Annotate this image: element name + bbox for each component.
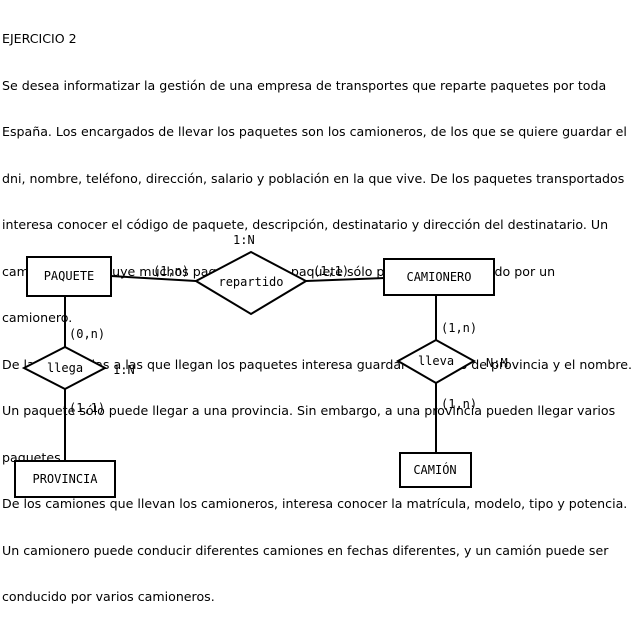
entity-camion-label: CAMIÓN [413,462,456,477]
statement-line: camionero. [2,310,73,325]
entity-paquete: PAQUETE [26,256,112,297]
entity-provincia: PROVINCIA [14,460,116,498]
relationship-llega-type: 1:N [113,363,135,377]
entity-camion: CAMIÓN [399,452,472,488]
entity-provincia-label: PROVINCIA [32,472,98,486]
relationship-lleva: lleva [395,338,477,385]
cardinality-paquete-repartido: (1,n) [153,264,189,278]
relationship-repartido: repartido [193,250,309,316]
entity-camionero-label: CAMIONERO [406,270,471,284]
er-diagram: PAQUETE CAMIONERO PROVINCIA CAMIÓN repar… [14,233,508,498]
entity-paquete-label: PAQUETE [44,269,95,283]
cardinality-camionero-repartido: (1,1) [313,264,349,278]
relationship-repartido-type: 1:N [233,233,255,247]
cardinality-camion-lleva: (1,n) [441,397,477,411]
relationship-llega: llega [21,345,108,391]
statement-line: Un paquete sólo puede llegar a una provi… [2,403,616,418]
entity-camionero: CAMIONERO [383,258,495,296]
connector-paquete-repartido [110,275,197,282]
cardinality-camionero-lleva: (1,n) [441,321,477,335]
relationship-lleva-type: N:M [486,356,508,370]
statement-line: Un camionero puede conducir diferentes c… [2,542,609,558]
statement-line: interesa conocer el código de paquete, d… [2,217,609,232]
relationship-repartido-label: repartido [218,275,283,289]
cardinality-paquete-llega: (0,n) [69,327,105,341]
statement-line: dni, nombre, teléfono, dirección, salari… [2,170,625,186]
connector-repartido-camionero [305,277,385,282]
statement-line: conducido por varios camioneros. [2,589,215,604]
statement-line: Se desea informatizar la gestión de una … [2,77,607,93]
statement-line: España. Los encargados de llevar los paq… [2,124,627,139]
exercise-title: EJERCICIO 2 [2,31,77,46]
relationship-llega-label: llega [47,361,83,375]
cardinality-provincia-llega: (1,1) [69,401,105,415]
relationship-lleva-label: lleva [418,354,454,368]
